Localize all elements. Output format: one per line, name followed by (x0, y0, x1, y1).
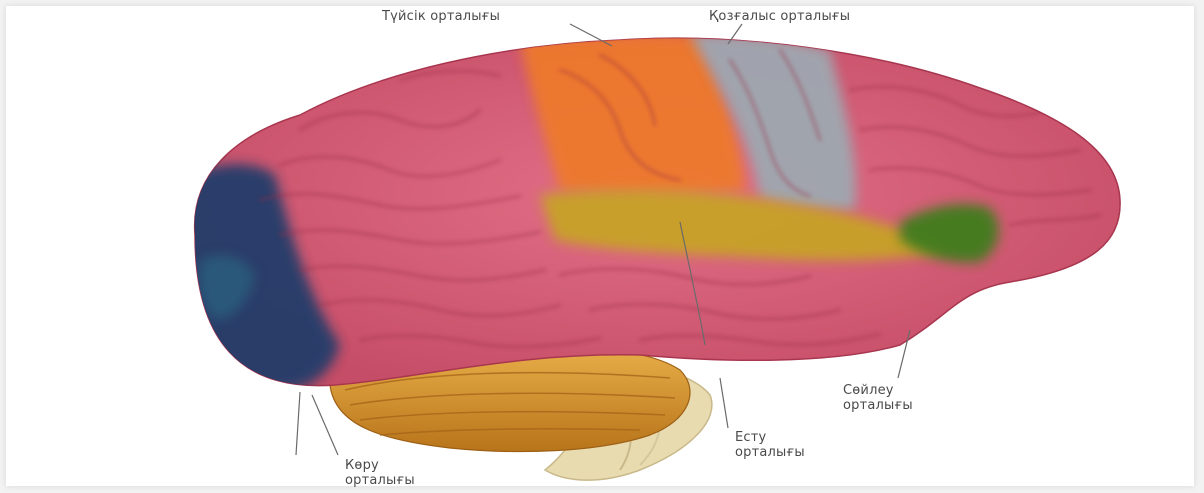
label-motor-center: Қозғалыс орталығы (709, 9, 850, 24)
label-vision-line1: Көру (345, 458, 415, 473)
label-hearing-center: Есту орталығы (735, 430, 805, 460)
label-sensory-center: Түйсік орталығы (382, 9, 500, 24)
label-vision-line2: орталығы (345, 473, 415, 488)
label-sensory-line1: Түйсік орталығы (382, 9, 500, 24)
label-hearing-line1: Есту (735, 430, 805, 445)
label-hearing-line2: орталығы (735, 445, 805, 460)
label-speech-line1: Сөйлеу (843, 383, 913, 398)
label-vision-center: Көру орталығы (345, 458, 415, 488)
label-speech-center: Сөйлеу орталығы (843, 383, 913, 413)
label-speech-line2: орталығы (843, 398, 913, 413)
label-motor-line1: Қозғалыс орталығы (709, 9, 850, 24)
